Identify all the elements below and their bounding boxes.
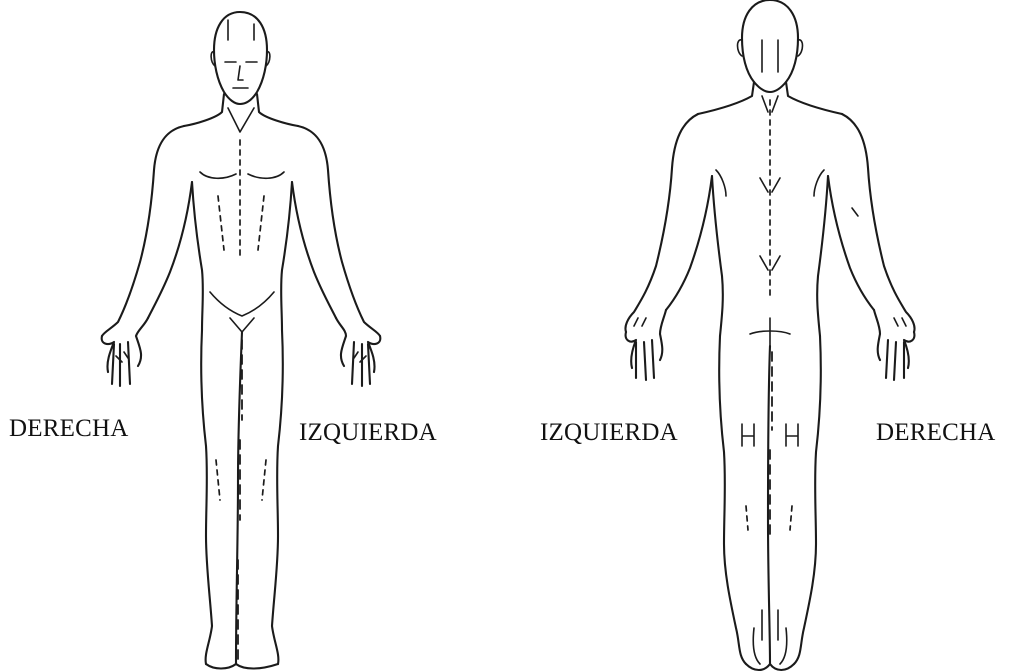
front-inner-legs — [236, 332, 242, 664]
back-right-leg-outer — [794, 336, 821, 664]
back-feet — [746, 664, 794, 670]
back-right-hand — [874, 310, 914, 380]
back-inner-legs — [768, 346, 770, 664]
front-left-side-label: IZQUIERDA — [299, 418, 437, 448]
front-right-leg-outer — [201, 330, 212, 664]
back-torso-right — [817, 176, 828, 336]
back-torso-left — [712, 176, 723, 336]
front-right-side-label: DERECHA — [9, 414, 128, 444]
front-body-figure — [88, 0, 400, 672]
front-neck — [184, 94, 298, 126]
back-right-side-label: DERECHA — [876, 418, 995, 448]
front-torso-right — [281, 182, 292, 330]
front-right-arm-outer — [298, 126, 380, 336]
back-left-leg-outer — [719, 336, 746, 664]
front-feet — [206, 664, 278, 669]
back-right-arm-outer — [842, 114, 915, 332]
front-torso-left — [192, 182, 203, 330]
back-left-hand — [626, 310, 666, 380]
back-body-figure — [612, 0, 930, 672]
back-head-outline — [742, 0, 798, 92]
front-head-outline — [214, 12, 267, 104]
front-left-leg-outer — [272, 330, 283, 664]
back-left-side-label: IZQUIERDA — [540, 418, 678, 448]
back-left-arm-outer — [625, 114, 698, 332]
front-left-arm-outer — [102, 126, 184, 336]
